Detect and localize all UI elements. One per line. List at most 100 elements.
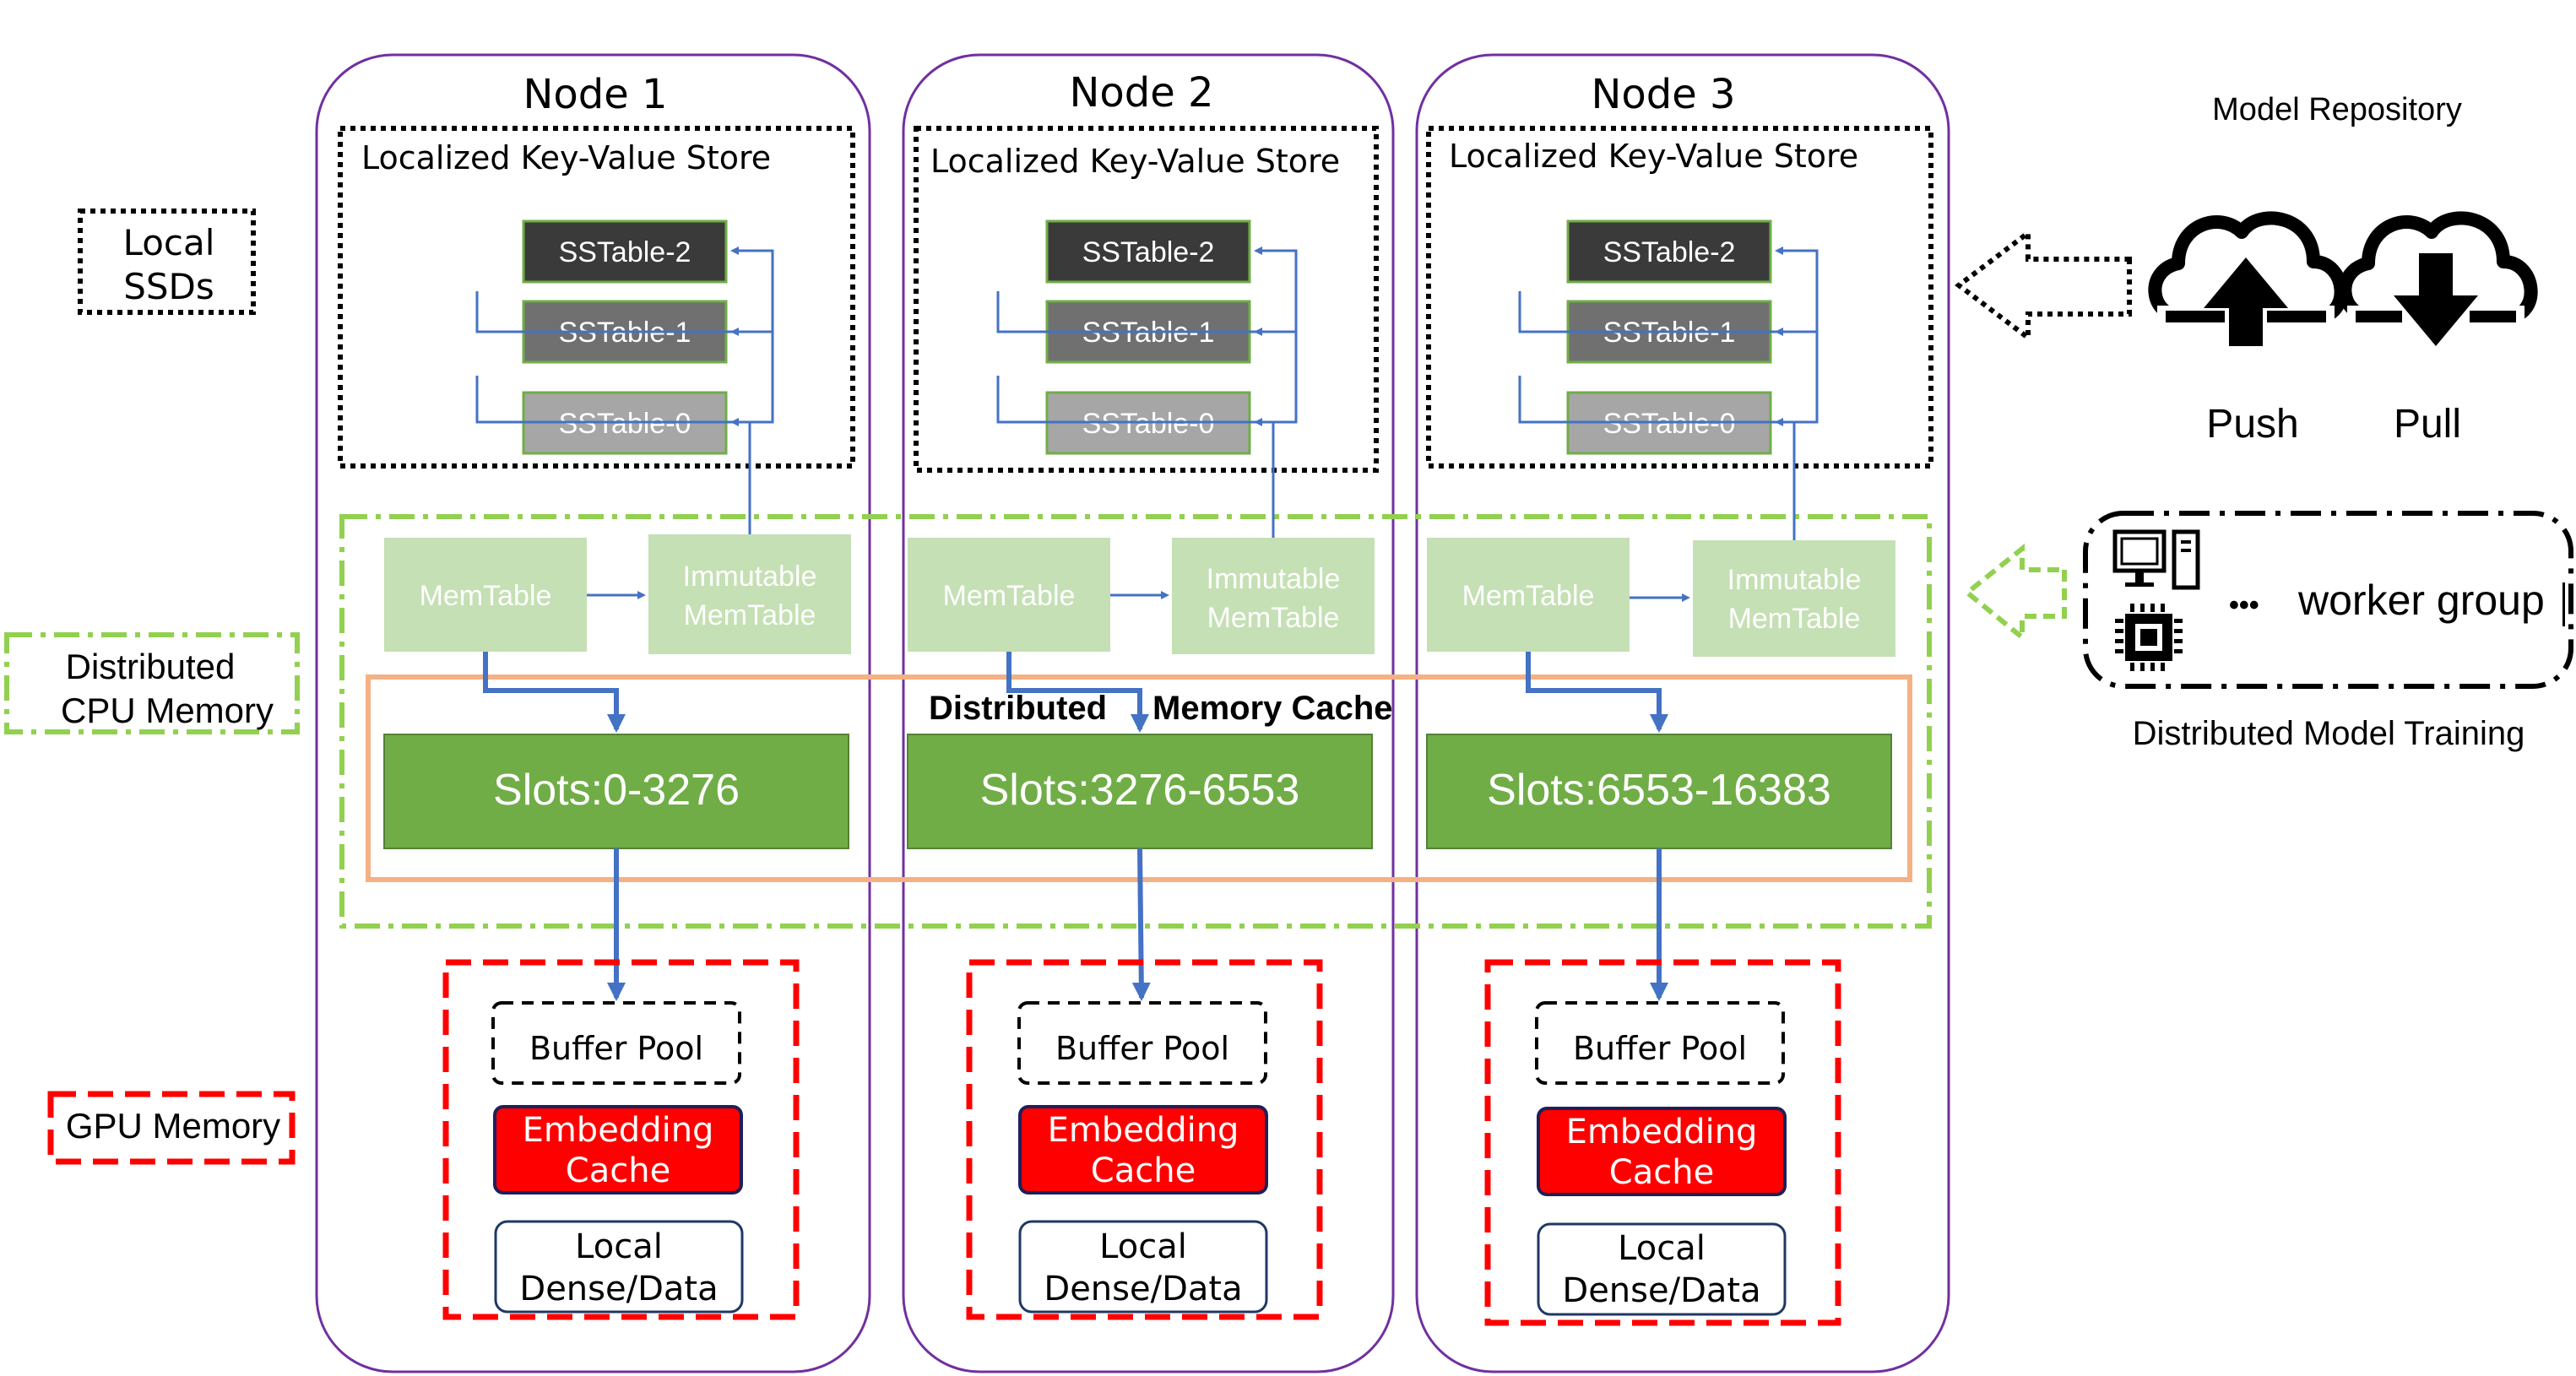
embedding-node-3-line2: Cache [1609, 1153, 1714, 1192]
slots-to-buffer-arrow-2 [1131, 848, 1151, 1001]
kv-store-2 [914, 126, 1379, 473]
immutable-node-2-line2: MemTable [1207, 602, 1340, 634]
legend-cpu-line2: CPU Memory [61, 691, 274, 730]
sstable-0-node-1-label: SSTable-0 [559, 408, 691, 440]
sstable-2-node-2 [1045, 219, 1251, 284]
flush-arrow-1 [730, 418, 751, 534]
buffer-pool-node-3 [1535, 1001, 1785, 1085]
pull-label: Pull [2394, 402, 2461, 447]
kv-store-1 [338, 126, 855, 469]
distributed-training-label: Distributed Model Training [2133, 715, 2525, 752]
memtable-node-3 [1427, 538, 1630, 652]
sstable-0-node-3-label: SSTable-0 [1603, 408, 1736, 440]
gpu-memory-node-3 [1484, 959, 1841, 1326]
node-3-title: Node 3 [1591, 71, 1735, 118]
memtable-to-slots-arrow-3 [1526, 652, 1668, 733]
embedding-cache-node-3 [1537, 1107, 1787, 1196]
local-dense-node-2 [1018, 1220, 1268, 1314]
sstable-2-node-1 [522, 219, 728, 284]
buffer-pool-node-2-label: Buffer Pool [1055, 1030, 1229, 1067]
local-dense-node-3 [1537, 1222, 1787, 1316]
buffer-pool-node-3-label: Buffer Pool [1573, 1030, 1747, 1067]
buffer-pool-node-2 [1017, 1001, 1267, 1085]
compaction-arrow-2b [996, 328, 1298, 424]
dashed-left-arrow-icon [1963, 543, 2067, 643]
cloud-upload-icon [2148, 211, 2348, 346]
compaction-arrow-1b [475, 328, 774, 424]
node-1-container [315, 53, 871, 1373]
chip-icon [2115, 604, 2183, 671]
compaction-arrow-3b [1518, 328, 1819, 424]
memtable-node-1-label: MemTable [420, 580, 552, 612]
legend-cpu-line1: Distributed [66, 647, 236, 686]
gpu-memory-node-1 [442, 959, 800, 1320]
sstable-2-node-3-label: SSTable-2 [1603, 236, 1736, 268]
flush-arrow-3 [1775, 418, 1796, 540]
distributed-cpu-memory-region [339, 514, 1932, 929]
slots-node-2 [907, 734, 1373, 849]
legend-local-ssds-line1: Local [123, 222, 215, 263]
memtable-node-2-label: MemTable [943, 580, 1076, 612]
legend-local-ssds-box [78, 209, 256, 315]
hollow-left-arrow-icon [1955, 227, 2132, 344]
memtable-to-slots-arrow-2 [1006, 652, 1149, 733]
slots-node-1 [383, 734, 849, 849]
worker-group-cursor [2562, 582, 2565, 626]
immutable-node-2-line1: Immutable [1207, 563, 1341, 595]
buffer-pool-node-1 [491, 1001, 741, 1085]
buffer-pool-node-1-label: Buffer Pool [529, 1030, 703, 1067]
embedding-node-1-line2: Cache [566, 1151, 670, 1190]
slots-node-1-label: Slots:0-3276 [493, 766, 740, 815]
sstable-2-node-1-label: SSTable-2 [559, 236, 691, 268]
flush-arrow-2 [1254, 418, 1275, 538]
immutable-node-1-line1: Immutable [683, 561, 817, 593]
embedding-cache-node-2 [1018, 1105, 1268, 1195]
slots-node-2-label: Slots:3276-6553 [980, 766, 1300, 815]
push-label: Push [2206, 402, 2298, 447]
node-1-title: Node 1 [523, 71, 667, 118]
local-dense-node-1 [494, 1220, 744, 1314]
sstable-2-node-2-label: SSTable-2 [1082, 236, 1215, 268]
kv-store-1-label: Localized Key-Value Store [361, 139, 771, 176]
worker-group-ellipsis: ••• [2229, 589, 2259, 621]
immutable-node-1-line2: MemTable [684, 599, 816, 631]
node-2-container [902, 53, 1395, 1373]
embedding-node-2-line2: Cache [1091, 1151, 1196, 1190]
node-3-container [1415, 53, 1950, 1373]
gpu-memory-node-2 [966, 959, 1323, 1320]
kv-store-2-label: Localized Key-Value Store [930, 143, 1340, 180]
immutable-node-3-line2: MemTable [1728, 603, 1861, 635]
immutable-memtable-node-1 [648, 534, 851, 654]
worker-group-label: worker group [2297, 577, 2545, 624]
dense-node-3-line2: Dense/Data [1562, 1271, 1760, 1310]
legend-gpu-memory-box [47, 1091, 296, 1165]
immutable-memtable-node-3 [1693, 540, 1895, 657]
memtable-to-slots-arrow-1 [483, 652, 626, 733]
computer-icon [2112, 529, 2200, 590]
memtable-node-1 [384, 538, 587, 652]
dense-node-2-line2: Dense/Data [1044, 1270, 1242, 1308]
model-repository-label: Model Repository [2212, 92, 2462, 127]
distributed-cache-label-1: Distributed [929, 690, 1107, 727]
embedding-node-3-line1: Embedding [1566, 1113, 1758, 1151]
dense-node-3-line1: Local [1618, 1229, 1706, 1268]
slots-node-3-label: Slots:6553-16383 [1487, 766, 1831, 815]
dense-node-1-line2: Dense/Data [519, 1270, 718, 1308]
legend-cpu-memory-box [4, 632, 300, 734]
immutable-memtable-node-2 [1172, 538, 1375, 654]
embedding-node-2-line1: Embedding [1048, 1111, 1239, 1150]
legend-gpu-label: GPU Memory [66, 1106, 280, 1146]
immutable-node-3-line1: Immutable [1727, 564, 1862, 596]
dense-node-2-line1: Local [1099, 1227, 1187, 1266]
dense-node-1-line1: Local [575, 1227, 663, 1266]
embedding-cache-node-1 [493, 1105, 743, 1195]
distributed-cache-label-2: Memory Cache [1152, 690, 1393, 727]
node-2-title: Node 2 [1069, 69, 1213, 116]
sstable-2-node-3 [1566, 219, 1772, 284]
embedding-node-1-line1: Embedding [523, 1111, 714, 1150]
slots-node-3 [1426, 734, 1892, 849]
memtable-node-3-label: MemTable [1462, 580, 1595, 612]
worker-group-box [2083, 511, 2573, 689]
sstable-0-node-2-label: SSTable-0 [1082, 408, 1215, 440]
